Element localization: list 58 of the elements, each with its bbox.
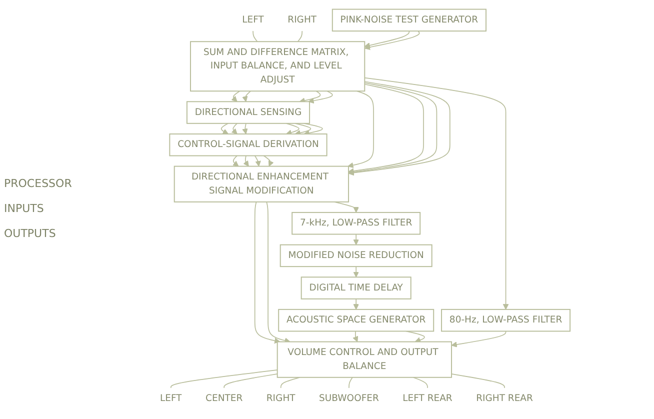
arrow <box>294 122 311 136</box>
note-label: INPUTS <box>4 202 45 215</box>
arrow <box>405 330 425 343</box>
arrow <box>303 122 323 136</box>
arrow <box>231 90 240 102</box>
node-box: PINK-NOISE TEST GENERATOR <box>332 8 486 32</box>
arrow <box>266 201 290 344</box>
arrow <box>254 155 261 167</box>
arrow <box>286 122 300 136</box>
connector <box>450 374 505 388</box>
node-box: DIRECTIONAL ENHANCEMENT SIGNAL MODIFICATION <box>174 166 349 202</box>
node-box: DIRECTIONAL SENSING <box>186 101 310 124</box>
connector <box>297 30 302 42</box>
node-box: DIGITAL TIME DELAY <box>300 276 412 300</box>
arrow <box>353 298 359 310</box>
node-text: LEFT REAR <box>402 393 452 404</box>
arrow <box>242 122 248 134</box>
note-label: PROCESSOR <box>4 177 72 190</box>
node-box: 80-Hz, LOW-PASS FILTER <box>440 308 570 332</box>
note-label: OUTPUTS <box>4 227 57 240</box>
node-box: 7-kHz, LOW-PASS FILTER <box>291 212 420 235</box>
connector <box>280 376 300 388</box>
node-text: RIGHT <box>266 393 296 404</box>
connector <box>252 30 258 42</box>
arrow <box>243 155 249 167</box>
arrow <box>299 90 321 104</box>
node-box: VOLUME CONTROL AND OUTPUT BALANCE <box>276 341 452 378</box>
arrow <box>254 201 280 344</box>
arrow <box>364 30 410 48</box>
node-text: SUBWOOFER <box>318 393 379 404</box>
arrow <box>364 30 420 50</box>
arrow <box>348 84 424 174</box>
arrow <box>353 234 359 246</box>
node-text: RIGHT REAR <box>476 393 533 404</box>
arrow <box>352 330 358 342</box>
node-text: RIGHT <box>288 14 316 26</box>
connector <box>348 376 353 388</box>
connector <box>224 373 278 388</box>
connector <box>412 376 428 388</box>
arrow <box>231 122 238 134</box>
node-text: LEFT <box>242 14 264 26</box>
node-box: ACOUSTIC SPACE GENERATOR <box>278 308 434 332</box>
connector <box>170 370 278 388</box>
node-box: MODIFIED NOISE REDUCTION <box>280 244 432 268</box>
arrow <box>353 266 359 278</box>
arrow <box>451 330 506 348</box>
arrow <box>364 77 509 310</box>
arrow <box>348 90 374 168</box>
arrow <box>334 201 359 213</box>
node-text: LEFT <box>160 393 182 404</box>
arrow <box>308 90 333 104</box>
arrow <box>220 122 228 134</box>
node-text: CENTER <box>205 393 242 404</box>
arrow <box>263 155 274 167</box>
arrow <box>242 90 251 102</box>
arrow <box>232 155 239 167</box>
node-box: SUM AND DIFFERENCE MATRIX, INPUT BALANCE, AND LEVEL ADJUST <box>190 41 365 92</box>
node-box: CONTROL-SIGNAL DERIVATION <box>169 133 328 156</box>
